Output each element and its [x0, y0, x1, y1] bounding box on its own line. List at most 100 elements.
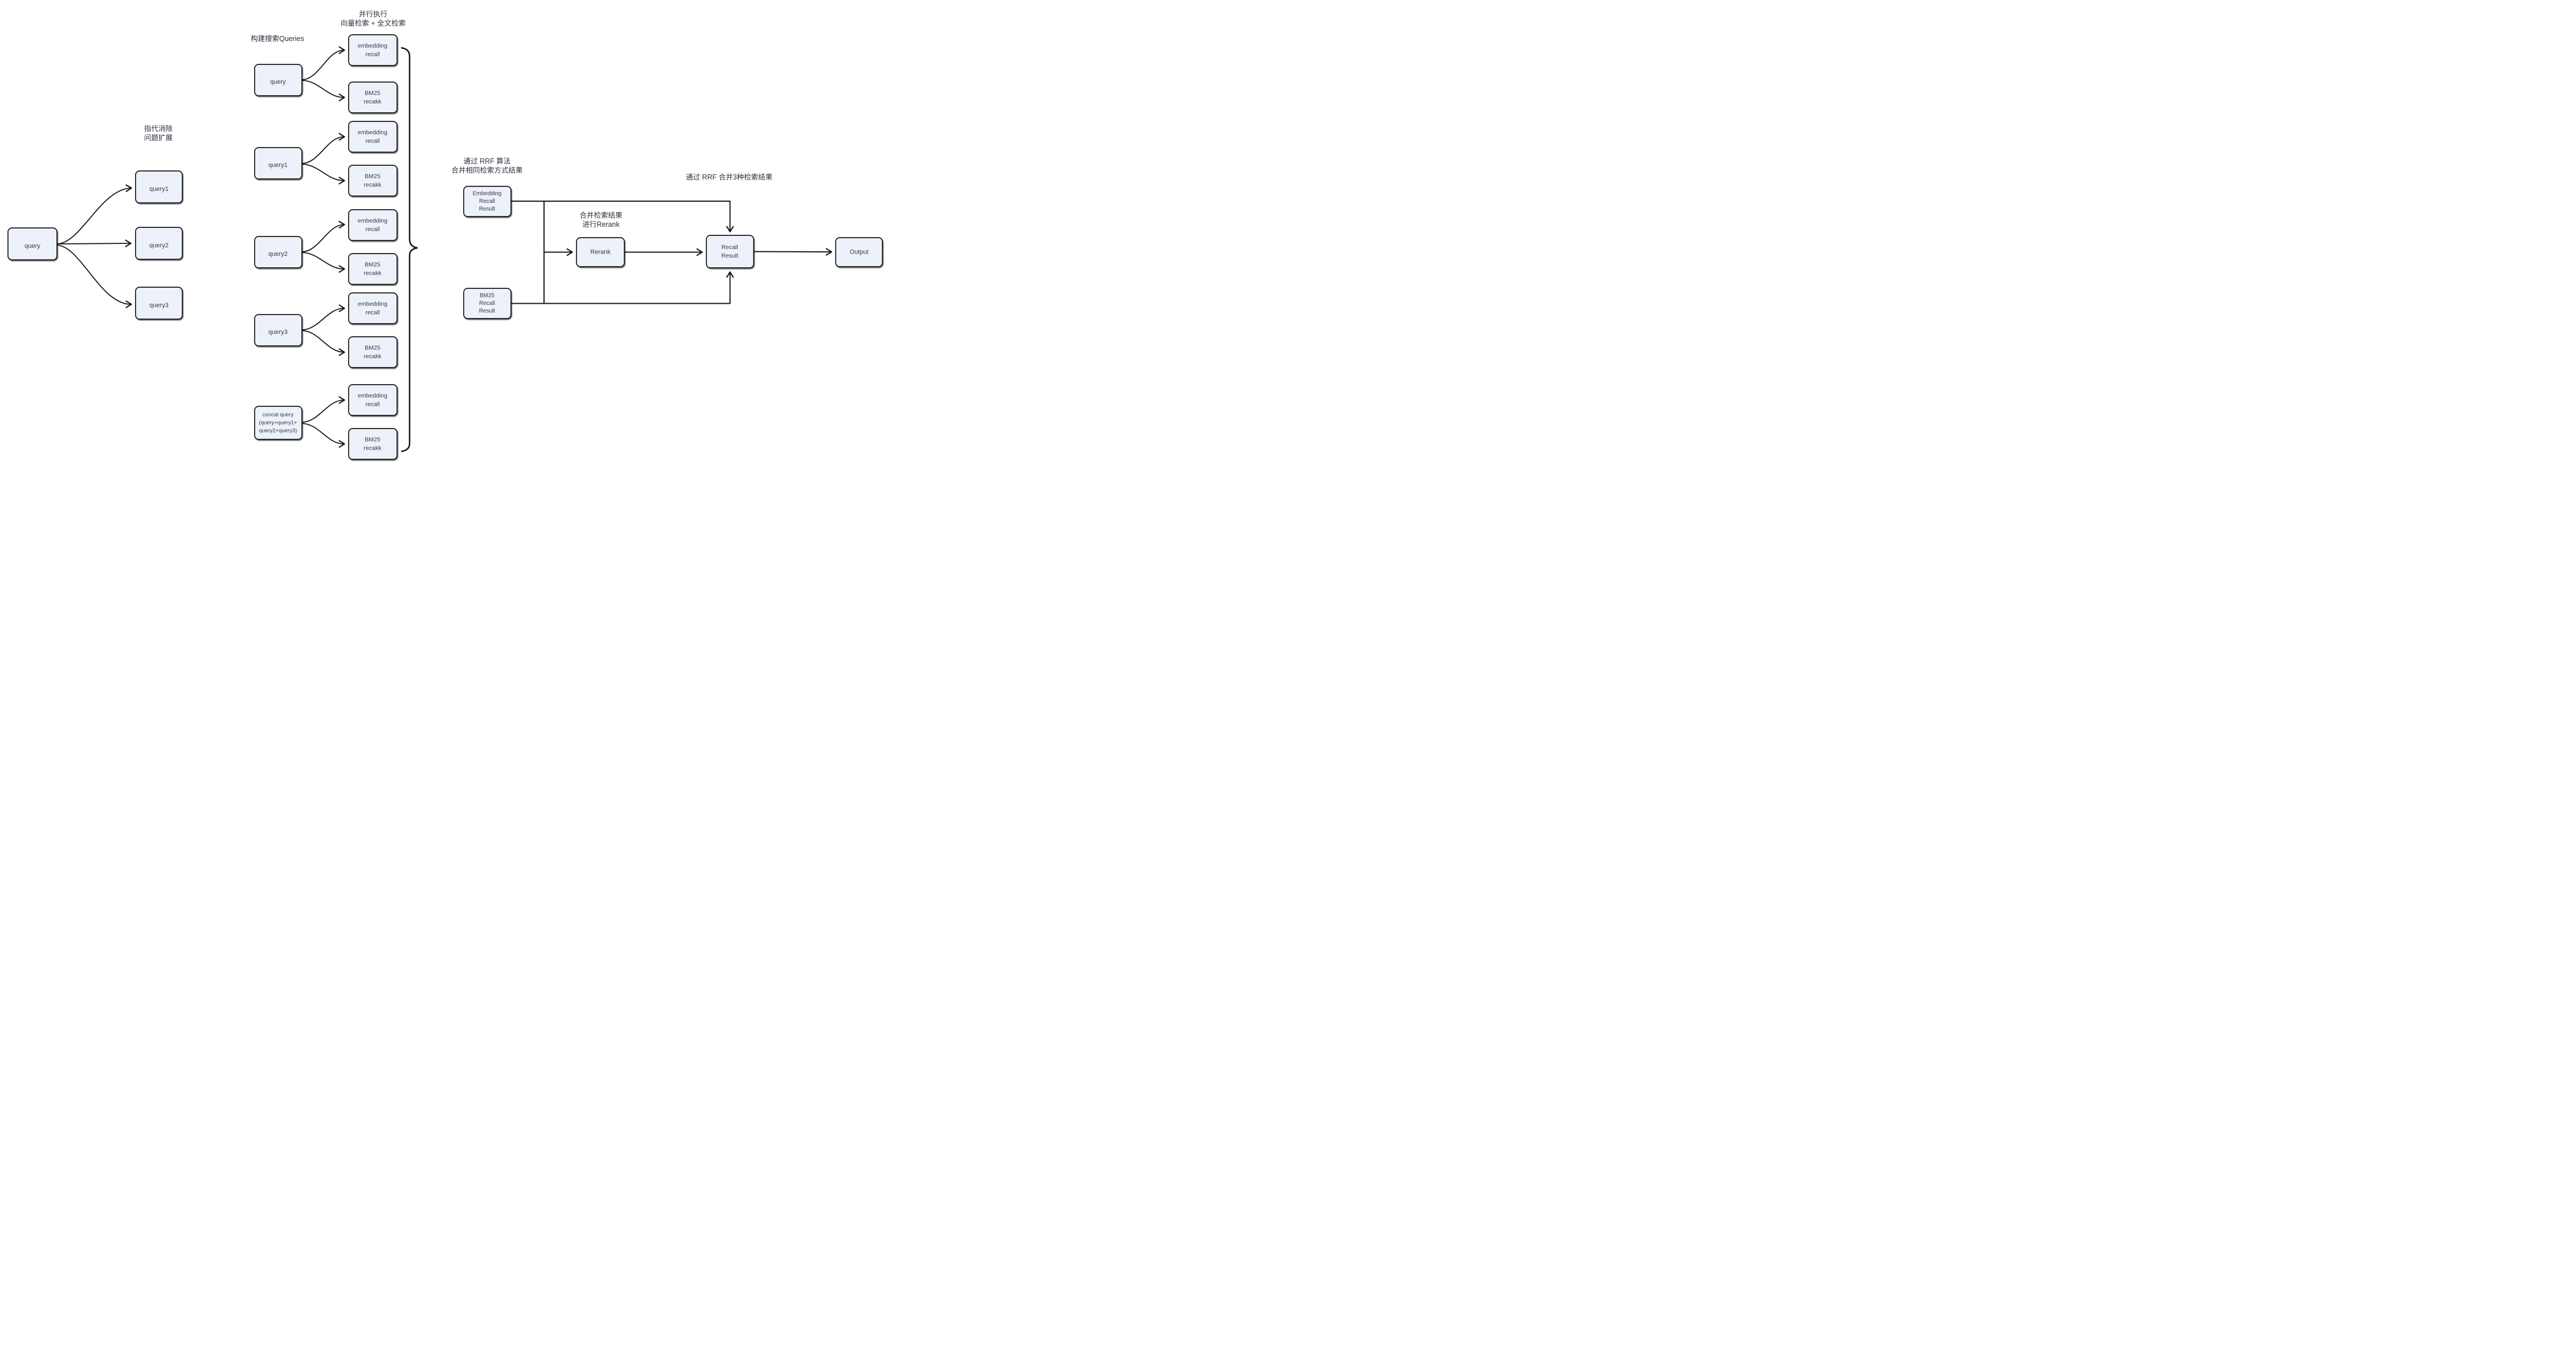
edge-query-to-query1	[56, 184, 132, 244]
node-embedding-recall-5-box	[348, 384, 398, 416]
node-concat-query-box	[254, 406, 302, 440]
node-query3-box	[135, 287, 183, 320]
node-query3: query3	[135, 287, 183, 320]
edge-midquery3-to-embedding4	[301, 304, 345, 331]
node-bm25-recall-result-line3: Result	[479, 308, 496, 315]
edge-midquery2-to-bm25-3	[301, 252, 345, 273]
node-embedding-recall-5: embedding recall	[348, 384, 398, 416]
edge-query-to-query3	[56, 244, 132, 308]
node-embedding-recall-4-line2: recall	[365, 309, 379, 316]
node-embedding-recall-3: embedding recall	[348, 209, 398, 241]
node-bm25-recall-5: BM25 recakk	[348, 428, 398, 460]
label-coreference-expansion: 指代消除 问题扩展	[144, 124, 173, 142]
node-mid-query3-box	[254, 314, 302, 346]
node-mid-query-label: query	[270, 79, 286, 85]
node-bm25-recall-2-line1: BM25	[365, 173, 381, 180]
node-bm25-recall-2: BM25 recakk	[348, 165, 398, 197]
node-concat-query-line1: concat query	[263, 412, 294, 418]
node-mid-query2-label: query2	[268, 251, 288, 258]
node-embedding-recall-1-box	[348, 34, 398, 66]
label-parallel-line2: 向量检索 + 全文检索	[341, 19, 406, 27]
node-mid-query1: query1	[254, 147, 302, 180]
node-embedding-recall-1-line1: embedding	[358, 43, 387, 50]
node-mid-query2: query2	[254, 236, 302, 268]
node-query2-label: query2	[149, 242, 169, 249]
node-bm25-recall-4-box	[348, 336, 398, 368]
node-embedding-recall-3-box	[348, 209, 398, 241]
node-bm25-recall-4-line1: BM25	[365, 345, 381, 352]
node-query2-box	[135, 227, 183, 260]
node-output: Output	[835, 237, 883, 267]
node-bm25-recall-5-box	[348, 428, 398, 460]
node-output-label: Output	[849, 249, 868, 256]
edge-midquery3-to-bm25-4	[301, 330, 345, 356]
node-mid-query1-label: query1	[268, 162, 288, 169]
node-query-source-label: query	[24, 243, 40, 250]
recall-group-brace	[400, 47, 418, 452]
label-coref-line2: 问题扩展	[144, 134, 173, 142]
node-query1: query1	[135, 170, 183, 203]
node-query3-label: query3	[149, 302, 169, 309]
node-bm25-recall-4: BM25 recakk	[348, 336, 398, 368]
edge-bm25result-to-recallresult-bottom	[510, 271, 734, 304]
node-embedding-recall-1: embedding recall	[348, 34, 398, 66]
node-bm25-recall-result-box	[463, 288, 512, 319]
node-rerank-box	[576, 237, 625, 267]
node-bm25-recall-1: BM25 recakk	[348, 81, 398, 113]
node-query2: query2	[135, 227, 183, 260]
node-mid-query3: query3	[254, 314, 302, 346]
label-rrf-same-method: 通过 RRF 算法 合并相同检索方式结果	[451, 157, 523, 174]
node-mid-query2-box	[254, 236, 302, 268]
label-build-queries: 构建搜索Queries	[251, 34, 304, 43]
label-merge-rerank-line1: 合并检索结果	[579, 211, 623, 219]
node-bm25-recall-result-line1: BM25	[480, 293, 495, 299]
node-embedding-recall-3-line1: embedding	[358, 218, 387, 225]
node-embedding-recall-result-line2: Recall	[479, 198, 495, 205]
node-bm25-recall-result-line2: Recall	[479, 300, 495, 307]
node-query-source-box	[7, 227, 58, 260]
node-embedding-recall-3-line2: recall	[365, 226, 379, 233]
node-embedding-recall-result-box	[463, 186, 512, 217]
node-embedding-recall-2-line1: embedding	[358, 129, 387, 136]
node-embedding-recall-4-line1: embedding	[358, 301, 387, 308]
label-parallel-exec: 并行执行 向量检索 + 全文检索	[341, 10, 406, 27]
node-mid-query1-box	[254, 147, 302, 180]
label-rrf-same-line2: 合并相同检索方式结果	[451, 166, 523, 174]
node-mid-query-box	[254, 64, 302, 96]
node-embedding-recall-2-box	[348, 121, 398, 153]
node-bm25-recall-3-line2: recakk	[364, 270, 382, 277]
node-embedding-recall-4-box	[348, 292, 398, 324]
node-concat-query-line2: (query+query1+	[259, 420, 297, 426]
node-embedding-recall-2-line2: recall	[365, 138, 379, 145]
node-embedding-recall-1-line2: recall	[365, 51, 379, 58]
flow-diagram: 指代消除 问题扩展 构建搜索Queries 并行执行 向量检索 + 全文检索 通…	[7, 10, 883, 460]
node-rerank: Rerank	[576, 237, 625, 267]
node-mid-query: query	[254, 64, 302, 96]
edge-midquery-to-bm25-1	[301, 80, 345, 101]
node-recall-result-box	[706, 235, 754, 268]
node-embedding-recall-4: embedding recall	[348, 292, 398, 324]
label-merge-rerank-line2: 进行Rerank	[582, 221, 620, 229]
node-embedding-recall-result-line1: Embedding	[473, 191, 502, 197]
diagram-canvas: 指代消除 问题扩展 构建搜索Queries 并行执行 向量检索 + 全文检索 通…	[0, 0, 893, 470]
node-bm25-recall-result: BM25 Recall Result	[463, 288, 512, 319]
node-bm25-recall-1-line2: recakk	[364, 99, 382, 105]
edge-midquery2-to-embedding3	[301, 221, 345, 252]
node-bm25-recall-3-line1: BM25	[365, 262, 381, 268]
node-bm25-recall-1-line1: BM25	[365, 90, 381, 97]
edge-query-to-query2	[56, 239, 132, 247]
label-rrf-same-line1: 通过 RRF 算法	[464, 157, 511, 165]
node-bm25-recall-3: BM25 recakk	[348, 253, 398, 285]
node-bm25-recall-3-box	[348, 253, 398, 285]
node-embedding-recall-result-line3: Result	[479, 206, 496, 213]
node-concat-query-line3: query2+query3)	[259, 428, 297, 434]
edge-embresult-to-recallresult-top	[510, 201, 734, 233]
node-bm25-recall-2-box	[348, 165, 398, 197]
node-bm25-recall-4-line2: recakk	[364, 353, 382, 360]
node-bm25-recall-1-box	[348, 81, 398, 113]
node-recall-result: Recall Result	[706, 235, 754, 268]
edge-concat-to-embedding5	[301, 396, 345, 423]
edge-midquery1-to-embedding2	[301, 133, 345, 164]
node-embedding-recall-5-line2: recall	[365, 401, 379, 408]
node-embedding-recall-5-line1: embedding	[358, 393, 387, 399]
